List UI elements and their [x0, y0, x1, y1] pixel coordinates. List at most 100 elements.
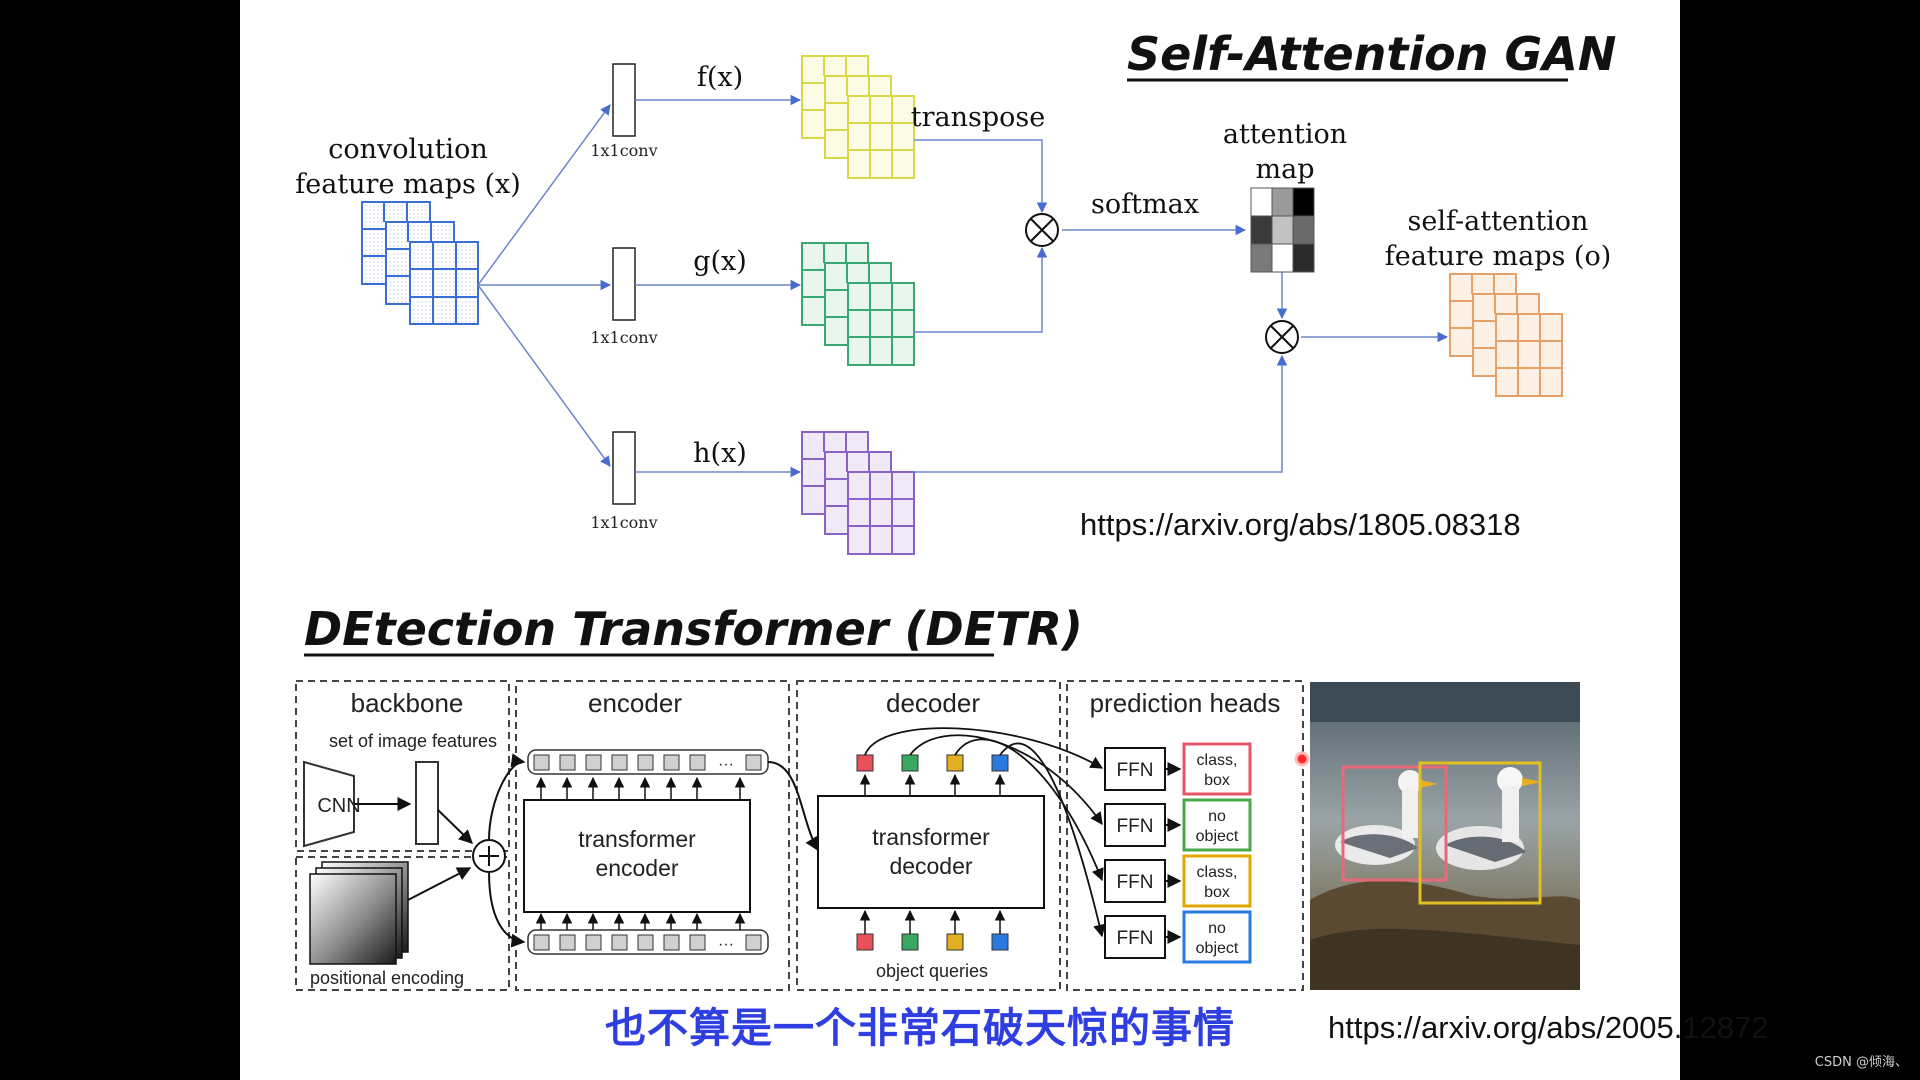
conv-h-label: 1x1conv — [590, 513, 657, 532]
output-label-line2: feature maps (o) — [1385, 241, 1612, 272]
posenc-to-add-arrow — [407, 867, 472, 901]
features-to-add-arrow — [437, 809, 474, 844]
encoder-to-decoder-arrow — [767, 761, 819, 852]
input-feature-maps — [361, 201, 479, 325]
ffn-row-2: FFN no object — [1104, 798, 1252, 852]
cnn-label: CNN — [317, 795, 360, 817]
token-to-ffn-arrows — [864, 727, 1106, 938]
positional-encoding-section — [295, 856, 510, 991]
positional-encoding-label: positional encoding — [310, 968, 464, 988]
output-box-4 — [1182, 910, 1252, 964]
slide: Self-Attention GAN convolution feature m… — [240, 0, 1769, 1080]
output-3-line2: box — [1204, 884, 1230, 901]
g-feature-maps — [801, 242, 915, 366]
output-box-2 — [1182, 798, 1252, 852]
g-label: g(x) — [693, 246, 747, 277]
h-feature-maps — [801, 431, 915, 555]
positional-encoding-image — [309, 861, 409, 965]
encoder-label: encoder — [588, 688, 682, 718]
transformer-encoder-line2: encoder — [595, 855, 678, 881]
h-label: h(x) — [693, 438, 747, 469]
detection-box-red — [1341, 765, 1448, 882]
image-features-bar — [415, 761, 439, 845]
output-2-line1: no — [1208, 808, 1226, 825]
output-box-1 — [1182, 742, 1252, 796]
g-to-product-arrow — [914, 246, 1048, 333]
conv-h-box — [612, 431, 636, 505]
detr-url[interactable]: https://arxiv.org/abs/2005.12872 — [1328, 1010, 1769, 1045]
object-query-tokens — [856, 933, 1009, 951]
output-4-line1: no — [1208, 920, 1226, 937]
transformer-decoder-line2: decoder — [889, 853, 972, 879]
matmul-icon-1 — [1025, 213, 1059, 247]
add-to-encoder-top-arrow — [488, 753, 526, 841]
ffn-label: FFN — [1117, 872, 1154, 893]
f-feature-maps — [801, 55, 915, 179]
slide-canvas: Self-Attention GAN convolution feature m… — [295, 27, 1769, 1045]
output-1-line2: box — [1204, 772, 1230, 789]
decoder-label: decoder — [886, 688, 980, 718]
ffn-label: FFN — [1117, 816, 1154, 837]
video-subtitle: 也不算是一个非常石破天惊的事情 — [605, 1004, 1235, 1052]
encoder-section — [515, 680, 790, 991]
decoder-output-tokens — [856, 754, 1009, 772]
image-features-label: set of image features — [329, 731, 497, 751]
output-2-line2: object — [1196, 828, 1239, 845]
cnn-block — [303, 760, 355, 848]
softmax-label: softmax — [1091, 189, 1199, 220]
prediction-heads-section — [1066, 680, 1304, 991]
matmul-icon-2 — [1265, 320, 1299, 354]
output-box-3 — [1182, 854, 1252, 908]
transformer-encoder-line1: transformer — [578, 826, 696, 852]
ffn-label: FFN — [1117, 760, 1154, 781]
f-label: f(x) — [697, 62, 743, 93]
ffn-row-4: FFN no object — [1104, 910, 1252, 964]
output-label-line1: self-attention — [1408, 206, 1589, 237]
conv-f-box — [612, 63, 636, 137]
backbone-label: backbone — [351, 688, 464, 718]
encoder-bottom-ellipsis: ··· — [718, 936, 734, 953]
output-3-line1: class, — [1197, 864, 1238, 881]
input-label-line1: convolution — [328, 134, 487, 165]
detection-box-yellow — [1418, 761, 1542, 905]
add-icon — [472, 839, 506, 873]
transformer-decoder-line1: transformer — [872, 824, 990, 850]
attention-map — [1250, 187, 1315, 273]
conv-g-label: 1x1conv — [590, 328, 657, 347]
sagan-url[interactable]: https://arxiv.org/abs/1805.08318 — [1080, 507, 1521, 542]
decoder-section — [796, 680, 1061, 991]
encoder-top-ellipsis: ··· — [718, 756, 734, 773]
transformer-decoder-box — [817, 795, 1045, 909]
attention-label-line2: map — [1256, 154, 1315, 185]
output-4-line2: object — [1196, 940, 1239, 957]
output-1-line1: class, — [1197, 752, 1238, 769]
ffn-row-3: FFN class, box — [1104, 854, 1252, 908]
transpose-label: transpose — [911, 102, 1045, 133]
input-label-line2: feature maps (x) — [295, 169, 521, 200]
decoder-io-arrows — [859, 773, 1006, 934]
sagan-title: Self-Attention GAN — [1127, 27, 1616, 81]
bird-detection-photo — [1310, 682, 1580, 990]
encoder-io-arrows — [535, 776, 746, 930]
conv-f-label: 1x1conv — [590, 141, 657, 160]
output-feature-maps — [1449, 273, 1563, 397]
detr-title: DEtection Transformer (DETR) — [304, 602, 1083, 656]
object-queries-label: object queries — [876, 961, 988, 981]
branch-arrow-h — [477, 284, 611, 467]
ffn-box — [1104, 915, 1166, 959]
transformer-encoder-box — [523, 799, 751, 913]
h-to-product-arrow — [914, 354, 1288, 473]
ffn-label: FFN — [1117, 928, 1154, 949]
attention-label-line1: attention — [1223, 119, 1347, 150]
branch-arrow-f — [477, 104, 611, 286]
ffn-box — [1104, 747, 1166, 791]
ffn-box — [1104, 803, 1166, 847]
f-to-product-arrow — [914, 139, 1048, 214]
conv-g-box — [612, 247, 636, 321]
prediction-heads-label: prediction heads — [1090, 688, 1281, 718]
watermark: CSDN @倾海、 — [1814, 1055, 1908, 1070]
ffn-row-1: FFN class, box — [1104, 742, 1252, 796]
encoder-top-tokens — [527, 749, 769, 775]
laser-pointer-dot — [1294, 751, 1310, 767]
add-to-encoder-bottom-arrow — [488, 871, 526, 948]
